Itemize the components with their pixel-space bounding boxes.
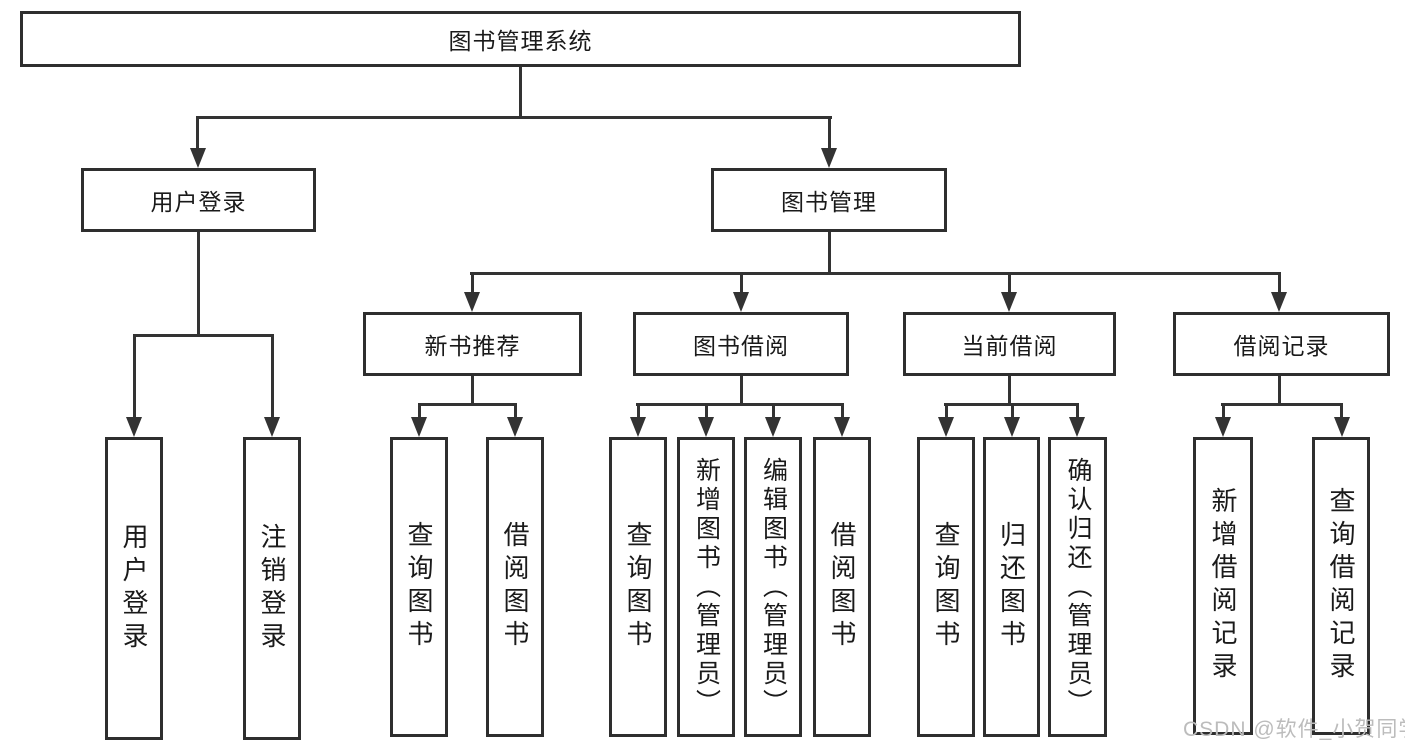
node-label: 查询借阅记录 (1326, 487, 1356, 685)
connector-drop-leaf (1222, 403, 1225, 421)
node-label: 用户登录 (119, 522, 149, 655)
node-label: 当前借阅 (961, 333, 1058, 359)
node-label: 编辑图书（管理员） (759, 456, 788, 718)
node-label: 借阅记录 (1233, 333, 1330, 359)
leaf-borrow-books-2: 借阅图书 (813, 437, 871, 737)
connector-drop-leaf (1011, 403, 1014, 421)
connector-drop-leaf (133, 334, 136, 420)
arrow-down-icon (1001, 292, 1017, 312)
connector-drop-leaf (418, 403, 421, 421)
connector-drop-level2 (740, 272, 743, 296)
node-label: 借阅图书 (500, 521, 530, 653)
leaf-query-books-3: 查询图书 (917, 437, 975, 737)
connector-drop-leaf (271, 334, 274, 420)
connector-drop-level2 (1278, 272, 1281, 296)
leaf-edit-book-admin: 编辑图书（管理员） (744, 437, 802, 737)
connector-root-stem (519, 65, 522, 118)
connector-userlogin-horizontal (133, 334, 274, 337)
connector-drop-leaf (772, 403, 775, 421)
leaf-user-login: 用户登录 (105, 437, 163, 740)
arrow-down-icon (1334, 417, 1350, 437)
node-library-management-system: 图书管理系统 (20, 11, 1021, 67)
arrow-down-icon (126, 417, 142, 437)
arrow-down-icon (1215, 417, 1231, 437)
connector-records-stem (1278, 374, 1281, 406)
connector-newbook-horizontal (418, 403, 517, 406)
node-label: 用户登录 (150, 189, 247, 215)
node-label: 图书借阅 (693, 333, 789, 359)
connector-root-horizontal (196, 116, 832, 119)
arrow-down-icon (464, 292, 480, 312)
arrow-down-icon (938, 417, 954, 437)
arrow-down-icon (630, 417, 646, 437)
leaf-return-books: 归还图书 (983, 437, 1040, 737)
node-label: 归还图书 (996, 521, 1027, 653)
connector-drop-leaf (945, 403, 948, 421)
node-user-login: 用户登录 (81, 168, 316, 232)
leaf-query-books-2: 查询图书 (609, 437, 667, 737)
connector-drop-level2 (1008, 272, 1011, 296)
node-label: 查询图书 (931, 521, 961, 653)
arrow-down-icon (733, 292, 749, 312)
node-label: 图书管理 (781, 189, 877, 215)
connector-borrow-horizontal (636, 403, 843, 406)
connector-drop-leaf (514, 403, 517, 421)
connector-drop-leaf (841, 403, 844, 421)
arrow-down-icon (765, 417, 781, 437)
leaf-add-borrow-record: 新增借阅记录 (1193, 437, 1253, 735)
connector-bookmgmt-stem (828, 230, 831, 275)
leaf-query-books-1: 查询图书 (390, 437, 448, 737)
node-book-management: 图书管理 (711, 168, 947, 232)
connector-drop-leaf (637, 403, 640, 421)
node-book-borrow: 图书借阅 (633, 312, 849, 376)
leaf-confirm-return-admin: 确认归还（管理员） (1048, 437, 1107, 737)
node-current-borrow: 当前借阅 (903, 312, 1116, 376)
connector-drop-level2 (471, 272, 474, 296)
node-label: 注销登录 (257, 522, 287, 655)
watermark: CSDN @软件_小贺同学 (1183, 718, 1405, 741)
arrow-down-icon (190, 148, 206, 168)
node-new-book-recommend: 新书推荐 (363, 312, 582, 376)
leaf-query-borrow-record: 查询借阅记录 (1312, 437, 1370, 735)
node-label: 新增图书（管理员） (692, 456, 721, 718)
node-label: 新书推荐 (424, 333, 521, 359)
arrow-down-icon (821, 148, 837, 168)
node-label: 查询图书 (623, 521, 653, 653)
connector-drop-book-management (828, 116, 831, 152)
arrow-down-icon (507, 417, 523, 437)
leaf-add-book-admin: 新增图书（管理员） (677, 437, 735, 737)
leaf-logout: 注销登录 (243, 437, 301, 740)
node-label: 新增借阅记录 (1208, 487, 1238, 685)
node-label: 确认归还（管理员） (1064, 456, 1092, 718)
connector-drop-leaf (1340, 403, 1343, 421)
connector-current-stem (1008, 374, 1011, 406)
connector-records-horizontal (1221, 403, 1343, 406)
arrow-down-icon (698, 417, 714, 437)
arrow-down-icon (411, 417, 427, 437)
arrow-down-icon (1004, 417, 1020, 437)
connector-userlogin-stem (197, 230, 200, 337)
connector-newbook-stem (471, 374, 474, 406)
connector-drop-leaf (705, 403, 708, 421)
connector-borrow-stem (740, 374, 743, 406)
arrow-down-icon (264, 417, 280, 437)
arrow-down-icon (1069, 417, 1085, 437)
connector-bookmgmt-horizontal (470, 272, 1281, 275)
node-label: 图书管理系统 (448, 28, 593, 54)
arrow-down-icon (834, 417, 850, 437)
node-label: 借阅图书 (827, 521, 857, 653)
connector-drop-user-login (196, 116, 199, 152)
connector-drop-leaf (1076, 403, 1079, 421)
arrow-down-icon (1271, 292, 1287, 312)
leaf-borrow-books-1: 借阅图书 (486, 437, 544, 737)
node-label: 查询图书 (404, 521, 434, 653)
node-borrow-records: 借阅记录 (1173, 312, 1390, 376)
